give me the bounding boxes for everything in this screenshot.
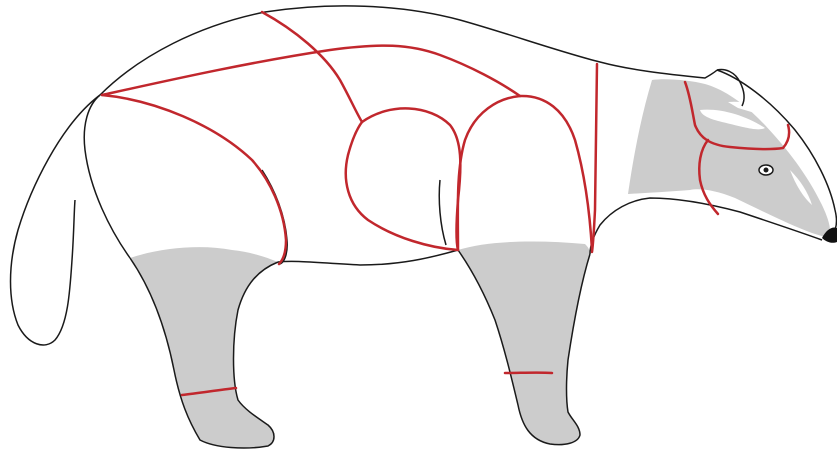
eye-icon (759, 165, 773, 175)
body-outline (11, 6, 837, 448)
belly-outline (278, 250, 458, 265)
section-line-neck (262, 12, 362, 122)
section-line-shoulder (346, 108, 461, 250)
elbow-fold-line (439, 180, 446, 245)
rump-outline (84, 95, 130, 258)
head-mask-shading (628, 79, 830, 238)
section-line-upper-foreleg (458, 96, 592, 250)
tail-outline (11, 95, 101, 345)
section-line-ham (102, 95, 286, 264)
section-line-dorsal (102, 46, 520, 96)
shaded-regions (130, 79, 830, 448)
section-line-neck-vertical (592, 64, 597, 252)
back-outline (100, 6, 717, 95)
